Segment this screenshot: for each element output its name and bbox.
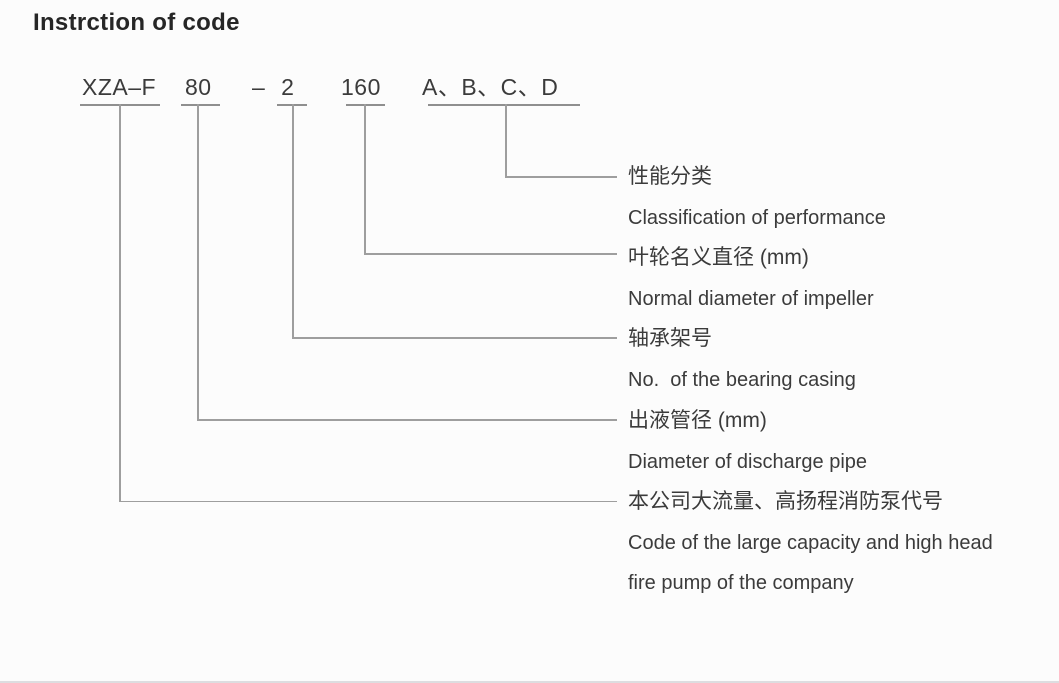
label-performance-class: 性能分类 Classification of performance [628,157,1000,238]
underline-performance-class [428,104,580,106]
label-bearing-no-en: No. of the bearing casing [628,368,856,391]
connector-horizontal-bearing-no [292,337,617,339]
page-title: Instrction of code [33,9,240,36]
connector-horizontal-performance-class [505,176,617,178]
label-bearing-no: 轴承架号 No. of the bearing casing [628,319,1000,400]
label-impeller-diameter-zh: 叶轮名义直径 (mm) [628,246,809,269]
underline-impeller-diameter [346,104,385,106]
label-discharge-diameter: 出液管径 (mm) Diameter of discharge pipe [628,401,1000,482]
code-segment-series: XZA–F [82,74,157,100]
underline-discharge-diameter [181,104,220,106]
connector-horizontal-discharge-diameter [197,419,617,421]
connector-vertical-series [119,104,121,502]
connector-vertical-performance-class [505,104,507,177]
code-segment-performance-class: A、B、C、D [422,74,559,100]
label-series: 本公司大流量、高扬程消防泵代号 Code of the large capaci… [628,482,1000,604]
connector-vertical-bearing-no [292,104,294,338]
code-segment-bearing-no: – 2 [252,74,295,100]
label-discharge-diameter-zh: 出液管径 (mm) [628,409,767,432]
connector-horizontal-series [119,500,617,502]
label-impeller-diameter: 叶轮名义直径 (mm) Normal diameter of impeller [628,238,1000,319]
code-segment-impeller-diameter: 160 [341,74,381,100]
connector-vertical-impeller-diameter [364,104,366,254]
label-performance-class-zh: 性能分类 [628,165,712,188]
label-bearing-no-zh: 轴承架号 [628,327,712,350]
label-discharge-diameter-en: Diameter of discharge pipe [628,450,868,473]
code-segment-discharge-diameter: 80 [185,74,212,100]
label-series-zh: 本公司大流量、高扬程消防泵代号 [628,490,943,513]
connector-vertical-discharge-diameter [197,104,199,420]
label-impeller-diameter-en: Normal diameter of impeller [628,287,874,310]
label-series-en: Code of the large capacity and high head… [628,531,999,595]
page-bottom-edge [0,681,1059,683]
connector-horizontal-impeller-diameter [364,253,617,255]
label-performance-class-en: Classification of performance [628,206,886,229]
